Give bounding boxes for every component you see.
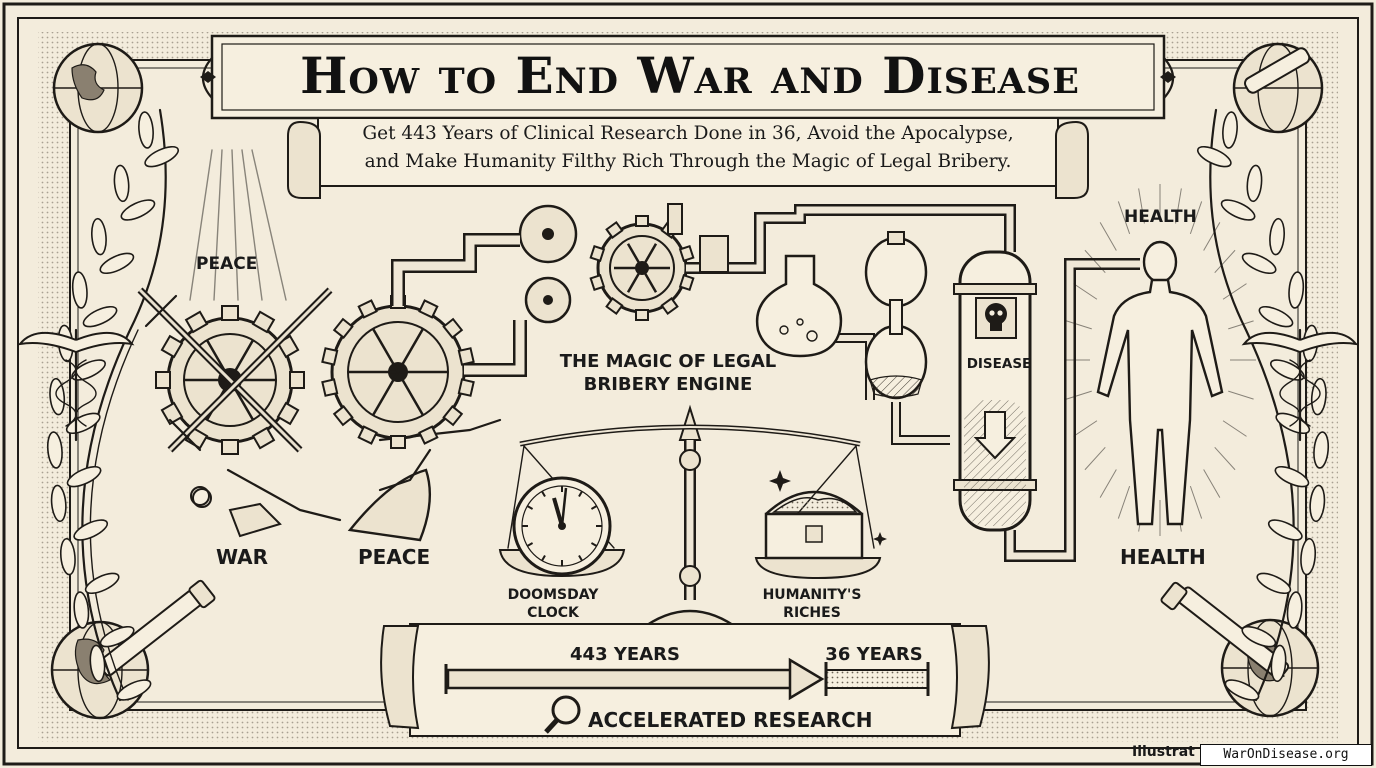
clock-icon: [498, 476, 626, 578]
label-health-top: HEALTH: [1124, 207, 1197, 227]
flask-icon: [755, 254, 843, 358]
sword-icon: [137, 287, 303, 453]
subtitle-line-1: Get 443 Years of Clinical Research Done …: [362, 123, 1014, 144]
globe-icon: [52, 42, 144, 134]
label-accelerated-research: ACCELERATED RESEARCH: [588, 708, 873, 732]
treasure-chest-icon: [754, 470, 887, 580]
label-peace-top: PEACE: [196, 254, 258, 274]
plow-icon: [190, 468, 342, 538]
label-health-bottom: HEALTH: [1120, 545, 1206, 569]
label-years-after: 36 YEARS: [825, 644, 923, 665]
subtitle: Get 443 Years of Clinical Research Done …: [330, 120, 1046, 176]
caduceus-icon: [1241, 328, 1359, 442]
label-engine: THE MAGIC OF LEGAL BRIBERY ENGINE: [559, 351, 777, 395]
laurel-leaves: [1196, 111, 1330, 701]
plow-icon: [347, 418, 502, 542]
gear-icon: [192, 488, 212, 508]
telescope-icon: [1160, 581, 1290, 680]
label-doomsday-clock: DOOMSDAY CLOCK: [507, 587, 599, 621]
caduceus-icon: [17, 328, 135, 442]
magnifier-icon: [544, 695, 581, 734]
gear-icon: [518, 204, 578, 264]
label-war: WAR: [216, 545, 269, 569]
telescope-icon: [97, 579, 216, 677]
disease-tank: [953, 250, 1037, 532]
credit-site-badge: WarOnDisease.org: [1200, 744, 1372, 766]
sword-icon: [167, 287, 333, 453]
globe-icon: [1232, 42, 1324, 134]
subtitle-scroll: [287, 117, 1089, 199]
label-peace-bottom: PEACE: [358, 545, 431, 569]
gear-icon: [589, 215, 695, 321]
hourglass-icon: [864, 231, 928, 400]
human-figure-icon: [1064, 184, 1256, 536]
pipes: [391, 203, 1140, 562]
credit-partial: Illustrat: [1132, 744, 1195, 760]
label-years-before: 443 YEARS: [570, 644, 680, 665]
subtitle-line-2: and Make Humanity Filthy Rich Through th…: [364, 151, 1012, 172]
title-banner: [200, 34, 1176, 120]
label-disease: DISEASE: [966, 356, 1032, 372]
gear-icon: [524, 276, 572, 324]
light-rays: [189, 149, 287, 301]
page-title: How to End War and Disease: [300, 46, 1080, 105]
label-humanity-riches: HUMANITY'S RICHES: [762, 587, 862, 621]
skull-icon: [975, 297, 1017, 339]
arrow-icon: [444, 657, 930, 701]
laurel-icon: [1209, 108, 1295, 702]
laurel-icon: [81, 108, 167, 702]
